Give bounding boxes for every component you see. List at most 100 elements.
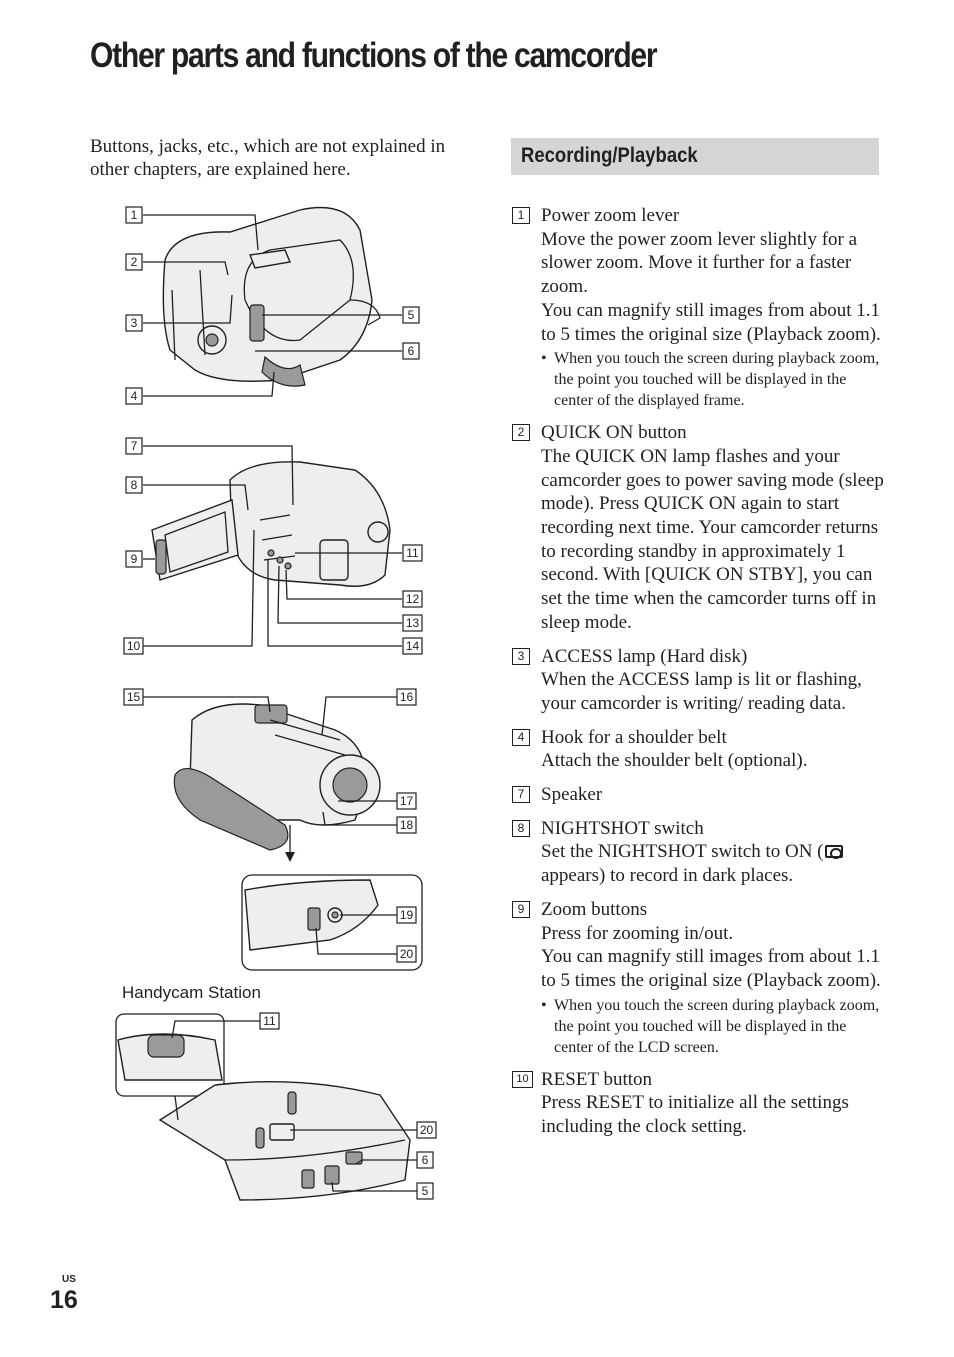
callout-11: 11 bbox=[402, 544, 423, 562]
intro-text: Buttons, jacks, etc., which are not expl… bbox=[90, 136, 446, 180]
item-nightshot-switch: 8 NIGHTSHOT switch Set the NIGHTSHOT swi… bbox=[512, 817, 884, 888]
handycam-station bbox=[115, 1013, 411, 1201]
item-title: RESET button bbox=[541, 1068, 653, 1090]
item-title: ACCESS lamp (Hard disk) bbox=[541, 645, 748, 667]
item-text: The QUICK ON lamp flashes and your camco… bbox=[541, 445, 884, 633]
item-reset-button: 10 RESET button Press RESET to initializ… bbox=[512, 1068, 884, 1139]
svg-text:4: 4 bbox=[131, 389, 138, 403]
callout-20: 20 bbox=[396, 945, 417, 963]
svg-text:7: 7 bbox=[131, 439, 138, 453]
svg-text:8: 8 bbox=[131, 478, 138, 492]
region-code: US bbox=[62, 1274, 76, 1285]
item-title: Speaker bbox=[541, 784, 603, 806]
item-text: You can magnify still images from about … bbox=[541, 946, 881, 991]
item-number: 10 bbox=[512, 1070, 533, 1088]
item-number: 8 bbox=[512, 819, 530, 837]
page-title: Other parts and functions of the camcord… bbox=[90, 36, 658, 75]
callout-18: 18 bbox=[396, 816, 417, 834]
callout-3: 3 bbox=[125, 314, 143, 332]
svg-text:17: 17 bbox=[400, 794, 414, 808]
item-quick-on-button: 2 QUICK ON button The QUICK ON lamp flas… bbox=[512, 421, 884, 634]
item-text-part: Set the NIGHTSHOT switch to ON ( bbox=[541, 841, 824, 863]
item-text: Press RESET to initialize all the settin… bbox=[541, 1092, 849, 1138]
item-number: 4 bbox=[512, 728, 530, 746]
callout-leader-lines bbox=[143, 214, 417, 1192]
svg-text:12: 12 bbox=[406, 592, 420, 606]
svg-text:5: 5 bbox=[422, 1184, 429, 1198]
callout-19: 19 bbox=[396, 906, 417, 924]
svg-text:2: 2 bbox=[131, 255, 138, 269]
svg-text:3: 3 bbox=[131, 316, 138, 330]
svg-text:5: 5 bbox=[408, 308, 415, 322]
svg-text:19: 19 bbox=[400, 908, 414, 922]
svg-text:6: 6 bbox=[408, 344, 415, 358]
item-title: Zoom buttons bbox=[541, 898, 648, 920]
item-speaker: 7 Speaker bbox=[512, 783, 884, 807]
item-title: Power zoom lever bbox=[541, 205, 680, 226]
item-text: When the ACCESS lamp is lit or flashing,… bbox=[541, 669, 862, 714]
svg-text:11: 11 bbox=[263, 1014, 276, 1028]
page-number: 16 bbox=[50, 1286, 78, 1314]
camcorder-lcd-open-view bbox=[151, 461, 391, 587]
callout-7: 7 bbox=[125, 437, 143, 455]
svg-text:20: 20 bbox=[400, 947, 414, 961]
item-title: QUICK ON button bbox=[541, 422, 687, 444]
callout-17: 17 bbox=[396, 792, 417, 810]
station-label: Handycam Station bbox=[122, 983, 261, 1002]
svg-text:15: 15 bbox=[127, 690, 141, 704]
nightshot-icon bbox=[824, 845, 843, 860]
item-title: NIGHTSHOT switch bbox=[541, 817, 704, 839]
item-text: Move the power zoom lever slightly for a… bbox=[541, 228, 858, 298]
callout-14: 14 bbox=[402, 637, 423, 655]
item-number: 7 bbox=[512, 786, 530, 804]
item-zoom-buttons: 9 Zoom buttons Press for zooming in/out.… bbox=[512, 898, 884, 1058]
svg-text:13: 13 bbox=[406, 616, 420, 630]
callout-9: 9 bbox=[125, 550, 143, 568]
callout-10: 10 bbox=[123, 637, 144, 655]
camcorder-bottom-inset bbox=[241, 825, 423, 971]
callout-6: 6 bbox=[402, 342, 420, 360]
item-text: You can magnify still images from about … bbox=[541, 299, 881, 345]
callout-station-6: 6 bbox=[416, 1151, 434, 1169]
svg-text:1: 1 bbox=[131, 208, 138, 222]
camcorder-left-view bbox=[162, 206, 381, 387]
callout-station-5: 5 bbox=[416, 1182, 434, 1200]
item-note: When you touch the screen during playbac… bbox=[541, 348, 884, 411]
item-number: 2 bbox=[512, 424, 530, 442]
camcorder-front-view bbox=[173, 703, 381, 851]
callout-station-11: 11 bbox=[259, 1012, 280, 1030]
item-text: Press for zooming in/out. bbox=[541, 922, 734, 944]
callout-12: 12 bbox=[402, 590, 423, 608]
item-power-zoom-lever: 1 Power zoom lever Move the power zoom l… bbox=[512, 204, 884, 411]
callout-8: 8 bbox=[125, 476, 143, 494]
item-note: When you touch the screen during playbac… bbox=[541, 995, 884, 1058]
callout-4: 4 bbox=[125, 387, 143, 405]
svg-text:16: 16 bbox=[400, 690, 414, 704]
svg-text:11: 11 bbox=[406, 546, 419, 560]
item-text-part: appears) to record in dark places. bbox=[541, 865, 794, 887]
item-access-lamp: 3 ACCESS lamp (Hard disk) When the ACCES… bbox=[512, 645, 884, 716]
callout-15: 15 bbox=[123, 688, 144, 706]
svg-text:6: 6 bbox=[422, 1153, 429, 1167]
item-number: 1 bbox=[512, 207, 530, 224]
svg-text:14: 14 bbox=[406, 639, 420, 653]
item-list: 1 Power zoom lever Move the power zoom l… bbox=[512, 204, 884, 1149]
item-number: 3 bbox=[512, 647, 530, 665]
callout-station-20: 20 bbox=[416, 1121, 437, 1139]
callout-16: 16 bbox=[396, 688, 417, 706]
svg-text:20: 20 bbox=[420, 1123, 434, 1137]
item-title: Hook for a shoulder belt bbox=[541, 726, 727, 748]
item-text: Set the NIGHTSHOT switch to ON ( appears… bbox=[541, 840, 884, 887]
section-header: Recording/Playback bbox=[511, 138, 879, 175]
item-number: 9 bbox=[512, 900, 530, 918]
svg-text:18: 18 bbox=[400, 818, 414, 832]
callout-13: 13 bbox=[402, 614, 423, 632]
callout-2: 2 bbox=[125, 253, 143, 271]
svg-text:9: 9 bbox=[131, 552, 138, 566]
section-title: Recording/Playback bbox=[521, 144, 698, 167]
callout-1: 1 bbox=[125, 206, 143, 224]
svg-text:10: 10 bbox=[127, 639, 141, 653]
item-text: Attach the shoulder belt (optional). bbox=[541, 750, 808, 772]
callout-5: 5 bbox=[402, 306, 420, 324]
